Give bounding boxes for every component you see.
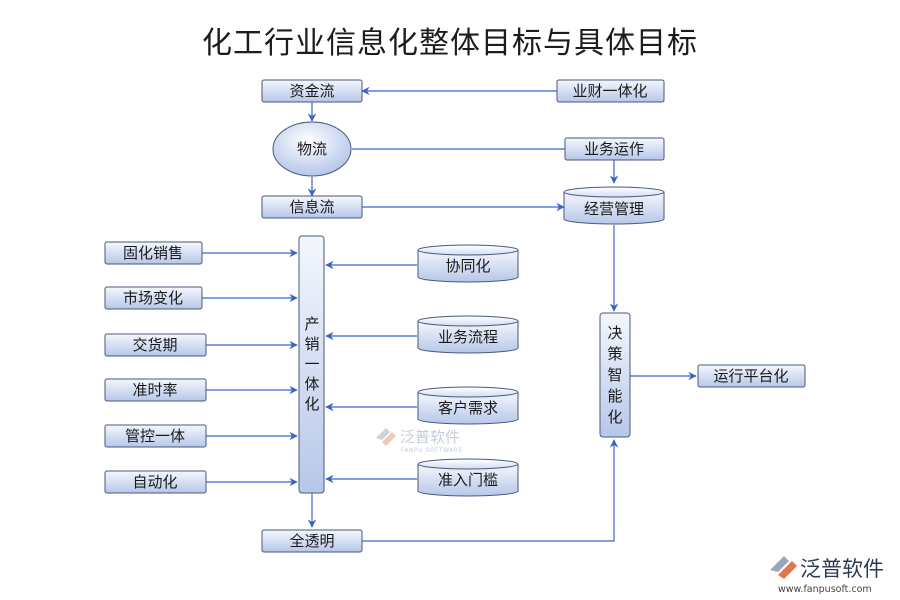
arrow-transparency-to-decision: [362, 439, 619, 542]
svg-text:泛普软件: 泛普软件: [800, 557, 884, 581]
node-business-finance: 业财一体化: [556, 79, 665, 103]
node-punctuality: 准时率: [104, 378, 207, 402]
svg-text:准时率: 准时率: [132, 381, 177, 399]
corner-watermark: 泛普软件 www.fanpusoft.com: [770, 556, 884, 595]
connectors: [202, 86, 697, 542]
node-business-operation: 业务运作: [564, 137, 665, 161]
svg-text:资金流: 资金流: [289, 82, 334, 100]
node-customer-demand: 客户需求: [417, 386, 519, 425]
svg-text:管控一体: 管控一体: [125, 427, 185, 445]
fanpu-logo-icon: [376, 428, 396, 446]
node-entry-threshold: 准入门槛: [417, 458, 519, 497]
svg-text:业财一体化: 业财一体化: [572, 82, 647, 100]
node-delivery-period: 交货期: [104, 333, 207, 357]
svg-text:FANPU SOFTWARE: FANPU SOFTWARE: [401, 447, 463, 454]
svg-text:自动化: 自动化: [132, 473, 177, 491]
svg-text:物流: 物流: [297, 140, 327, 158]
svg-text:准入门槛: 准入门槛: [438, 471, 498, 489]
svg-text:交货期: 交货期: [132, 336, 177, 354]
svg-text:协同化: 协同化: [445, 257, 490, 275]
svg-text:市场变化: 市场变化: [123, 289, 183, 307]
svg-text:客户需求: 客户需求: [438, 399, 498, 417]
node-collaboration: 协同化: [417, 244, 519, 283]
node-logistics: 物流: [272, 121, 352, 177]
svg-text:全透明: 全透明: [289, 532, 334, 550]
node-decision-intelligence: 决策智能化: [599, 312, 631, 438]
node-control-integration: 管控一体: [104, 424, 207, 448]
svg-text:经营管理: 经营管理: [584, 200, 644, 218]
node-full-transparency: 全透明: [261, 529, 363, 553]
node-market-change: 市场变化: [104, 286, 203, 310]
page-title: 化工行业信息化整体目标与具体目标: [202, 26, 698, 61]
svg-text:业务运作: 业务运作: [584, 140, 644, 158]
node-platform-operation: 运行平台化: [697, 364, 806, 388]
svg-text:www.fanpusoft.com: www.fanpusoft.com: [778, 584, 872, 595]
node-capital-flow: 资金流: [261, 79, 363, 103]
fanpu-corner-logo-icon: [770, 556, 797, 579]
svg-text:固化销售: 固化销售: [123, 244, 183, 262]
node-operation-management: 经营管理: [563, 186, 665, 225]
svg-text:业务流程: 业务流程: [438, 328, 498, 346]
svg-text:信息流: 信息流: [289, 198, 334, 216]
center-watermark: 泛普软件 FANPU SOFTWARE: [376, 428, 463, 454]
node-automation: 自动化: [104, 470, 207, 494]
node-fixed-sales: 固化销售: [104, 241, 203, 265]
prod-sales-integration-label: 产销一体化: [304, 315, 319, 413]
node-business-process: 业务流程: [417, 315, 519, 354]
svg-text:泛普软件: 泛普软件: [400, 428, 460, 446]
node-info-flow: 信息流: [261, 195, 363, 219]
svg-text:运行平台化: 运行平台化: [713, 367, 788, 385]
node-prod-sales-integration: 产销一体化: [298, 235, 325, 494]
decision-intelligence-label: 决策智能化: [607, 324, 622, 426]
